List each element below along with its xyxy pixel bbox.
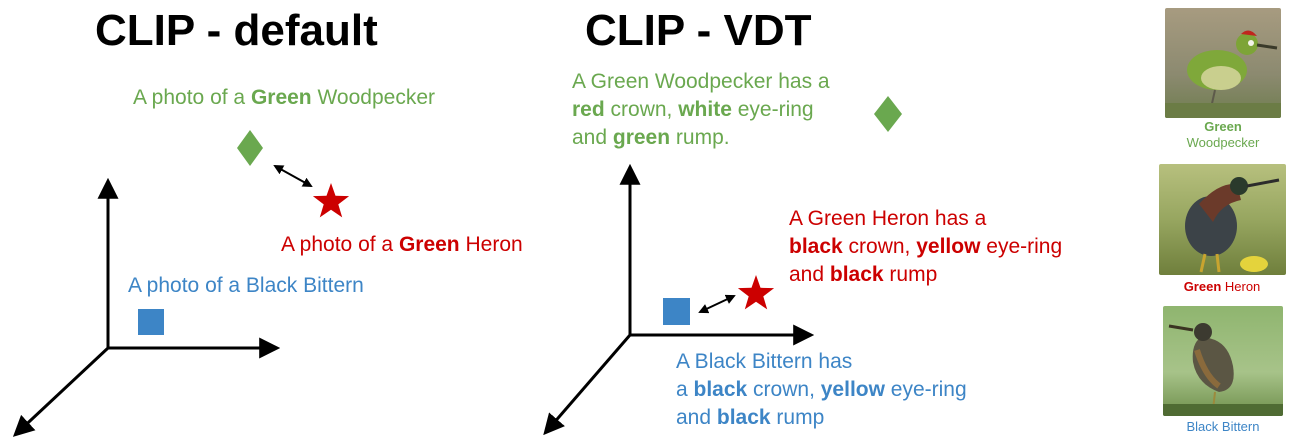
right-woodpecker-label: A Green Woodpecker has a red crown, whit…	[572, 70, 830, 149]
left-axes	[12, 177, 281, 437]
left-heron-label: A photo of a Green Heron	[281, 233, 523, 256]
bittern-caption: Black Bittern	[1186, 419, 1260, 434]
heron-photo	[1159, 164, 1286, 275]
woodpecker-photo	[1165, 8, 1281, 118]
left-bittern-label: A photo of a Black Bittern	[128, 274, 364, 297]
left-z-axis	[12, 346, 110, 437]
left-woodpecker-diamond	[237, 130, 263, 166]
right-z-axis	[543, 334, 632, 436]
right-woodpecker-diamond	[874, 96, 902, 132]
heron-caption: Green Heron	[1183, 279, 1261, 294]
right-heron-label: A Green Heron has a black crown, yellow …	[789, 207, 1063, 286]
bittern-photo	[1163, 306, 1283, 416]
right-bittern-square	[663, 298, 690, 325]
left-woodpecker-label: A photo of a Green Woodpecker	[133, 86, 435, 109]
right-title: CLIP - VDT	[585, 6, 812, 55]
left-distance-arrow	[273, 165, 313, 187]
left-bittern-square	[138, 309, 164, 335]
right-axes	[543, 163, 815, 436]
left-title: CLIP - default	[95, 6, 378, 55]
left-heron-star	[312, 183, 350, 218]
right-bittern-label: A Black Bittern has a black crown, yello…	[676, 350, 967, 429]
right-distance-arrow	[698, 294, 736, 314]
right-heron-star	[737, 275, 775, 310]
